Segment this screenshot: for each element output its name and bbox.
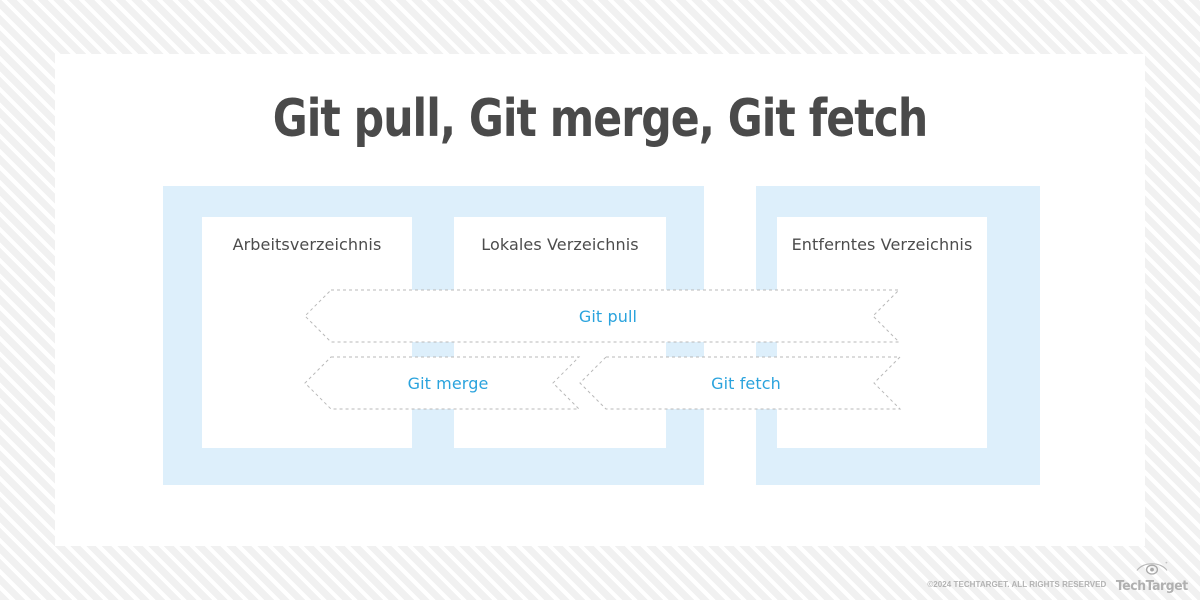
remote-directory-label: Entferntes Verzeichnis: [791, 235, 973, 254]
techtarget-wordmark: TechTarget: [1116, 579, 1189, 594]
copyright-text: ©2024 TECHTARGET. ALL RIGHTS RESERVED: [927, 580, 1107, 589]
git-pull-arrow[interactable]: Git pull: [304, 289, 901, 343]
local-directory-label: Lokales Verzeichnis: [481, 235, 639, 254]
footer: ©2024 TECHTARGET. ALL RIGHTS RESERVED Te…: [927, 560, 1190, 594]
git-fetch-arrow[interactable]: Git fetch: [579, 356, 902, 410]
git-pull-arrow-label: Git pull: [578, 306, 638, 326]
git-merge-arrow-shape: [304, 356, 581, 410]
arrow-layer: Git pull Git merge Git fetch: [163, 186, 1040, 485]
page-title: Git pull, Git merge, Git fetch: [272, 89, 928, 149]
eye-icon: [1135, 560, 1169, 580]
git-fetch-arrow-label: Git fetch: [711, 373, 781, 393]
git-merge-arrow-label: Git merge: [407, 373, 489, 393]
working-directory-label: Arbeitsverzeichnis: [232, 235, 382, 254]
techtarget-logo: TechTarget: [1114, 560, 1190, 594]
git-fetch-arrow-shape: [579, 356, 902, 410]
git-pull-arrow-shape: [304, 289, 901, 343]
git-merge-arrow[interactable]: Git merge: [304, 356, 581, 410]
content-card: Git pull, Git merge, Git fetch Arbeitsve…: [55, 54, 1145, 546]
git-workflow-diagram: Arbeitsverzeichnis Lokales Verzeichnis E…: [163, 186, 1040, 485]
